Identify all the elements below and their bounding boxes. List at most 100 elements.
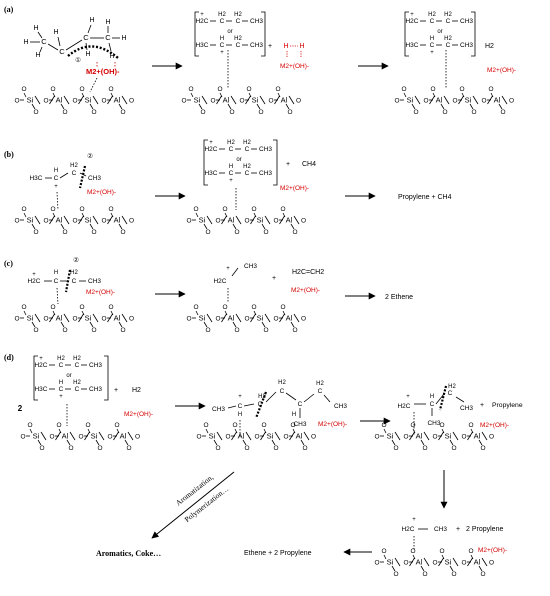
framework-oxygen-left: O [432,560,437,567]
framework-oxygen-left: O [43,98,48,105]
framework-oxygen-left: O [432,434,437,441]
framework-oxygen-top: O [21,86,26,93]
bond-line [121,95,128,105]
carbon-group: H3C [204,170,217,177]
cation-charge: + [39,356,43,362]
framework-oxygen-top: O [79,304,84,311]
product-ch4: CH4 [302,161,316,168]
aluminium-atom: Al [56,314,63,323]
carbon-atom: C [258,401,263,408]
methylene-label: H2 [57,356,65,362]
framework-oxygen-left: O [452,98,457,105]
framework-oxygen-top: O [193,206,198,213]
bond-line [29,428,33,434]
hydrogen-atom: H [105,19,110,26]
surface-interaction [56,191,59,211]
bond-line [92,95,99,105]
bond-line [478,439,483,446]
bond-line [303,431,310,441]
bond-line [250,215,256,225]
bond-line [118,321,123,328]
bond-line [383,554,387,560]
plus-sign: + [272,275,276,282]
bond-line [467,431,473,441]
aluminium-atom: Al [286,216,293,225]
framework-oxygen-bottom: O [451,445,456,452]
framework-oxygen-top: O [193,304,198,311]
aluminium-atom: Al [416,558,423,567]
methylene-label: H2 [70,163,78,169]
framework-oxygen-left: O [273,218,278,225]
silicon-atom: Si [27,96,34,105]
framework-oxygen-bottom: O [292,229,297,236]
framework-oxygen-bottom: O [205,229,210,236]
methyl-group: CH3 [250,18,263,25]
bond-line [440,103,445,110]
framework-oxygen-top: O [217,86,222,93]
bracket-right [104,355,109,401]
aluminium-atom: Al [436,96,443,105]
silicon-atom: Si [257,314,264,323]
bond-line [438,431,444,441]
bond-line [420,565,425,572]
framework-oxygen-top: O [261,422,266,429]
bond-line [55,431,61,441]
bond-line [498,103,503,110]
plus-sign: + [268,43,272,50]
hydrogen-atom: H [430,394,434,400]
hydrogen-atom: H [54,270,58,276]
carbon-atom: C [318,388,323,395]
metal-site-label: M2+(OH)- [86,289,115,296]
framework-oxygen-left: O [101,316,106,323]
bond-line [95,439,100,446]
framework-oxygen-bottom: O [480,445,485,452]
cation-charge: + [430,50,434,56]
silicon-atom: Si [33,432,40,441]
panel-label-a: (a) [4,5,14,14]
bond-line [121,313,128,323]
framework-oxygen-left: O [107,434,112,441]
cation-charge: + [59,394,63,400]
framework-oxygen-top: O [203,422,208,429]
bond-line [221,313,227,323]
bond-line [435,393,445,405]
methylene-label: H2 [316,381,324,387]
framework-oxygen-bottom: O [234,229,239,236]
bond-line [261,321,266,328]
cleavage-mark [438,385,448,411]
bond-line [31,223,36,230]
bond-line [213,439,218,446]
methylene-label: H2 [218,12,226,18]
framework-oxygen-bottom: O [68,445,73,452]
bond-line [31,321,36,328]
methylene-label: H2 [428,12,436,18]
bond-line [37,439,42,446]
framework-oxygen-bottom: O [91,109,96,116]
bond-line [113,431,119,441]
bond-line [195,310,199,316]
aluminium-atom: Al [238,432,245,441]
product-h2: H2 [132,387,141,394]
bond-line [23,92,27,98]
bond-line [449,439,454,446]
framework-oxygen-left: O [43,316,48,323]
framework-oxygen-bottom: O [120,327,125,334]
framework-oxygen-top: O [290,422,295,429]
bond-line [289,431,295,441]
framework-oxygen-left: O [403,434,408,441]
framework-oxygen-bottom: O [263,229,268,236]
bond-line [87,24,92,34]
carbon-atom: C [236,18,241,25]
framework-oxygen-left: O [72,218,77,225]
framework-oxygen-left: O [423,98,428,105]
cleavage-mark [78,165,87,189]
framework-oxygen-bottom: O [97,445,102,452]
plus-sign: + [480,402,484,409]
framework-oxygen-left: O [101,98,106,105]
hydrogen-atom: H [430,36,434,42]
framework-oxygen-left: O [186,316,191,323]
silicon-atom: Si [194,96,201,105]
bond-line [78,313,84,323]
methyl-group: CH3 [460,18,473,25]
